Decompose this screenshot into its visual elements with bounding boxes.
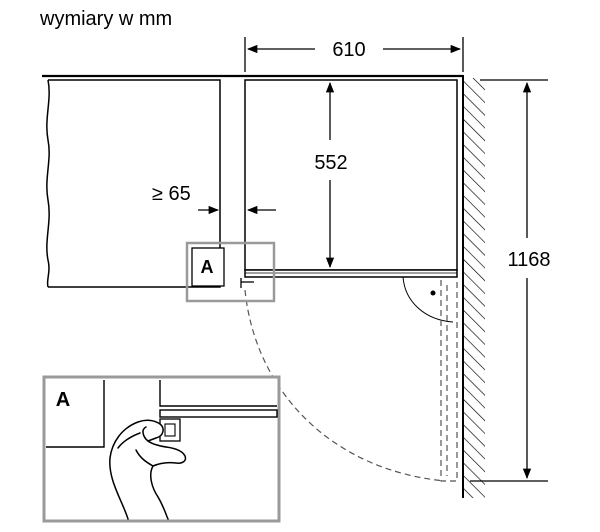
clearance-value: ≥ 65 xyxy=(152,183,191,205)
hinge-point xyxy=(430,290,436,296)
width-dimension xyxy=(244,37,464,72)
door-open-outline xyxy=(440,280,458,482)
door-swing-arc xyxy=(244,289,446,482)
appliance-door xyxy=(244,269,458,278)
units-label: wymiary w mm xyxy=(39,8,172,30)
width-value: 610 xyxy=(332,39,365,61)
adjacent-cabinet xyxy=(48,79,221,288)
break-line xyxy=(46,79,50,288)
detail-inset xyxy=(42,375,281,523)
detail-callout-label: A xyxy=(201,257,214,277)
wall xyxy=(462,75,485,498)
detail-inset-label: A xyxy=(56,389,70,411)
depth-value: 552 xyxy=(314,152,347,174)
appliance-body xyxy=(244,79,458,271)
door-arc-value: 1168 xyxy=(507,249,550,271)
hinge-arc xyxy=(402,276,454,323)
detail-callout-box xyxy=(185,241,276,303)
door-arc-dimension xyxy=(470,79,548,482)
hand-icon xyxy=(109,419,187,520)
